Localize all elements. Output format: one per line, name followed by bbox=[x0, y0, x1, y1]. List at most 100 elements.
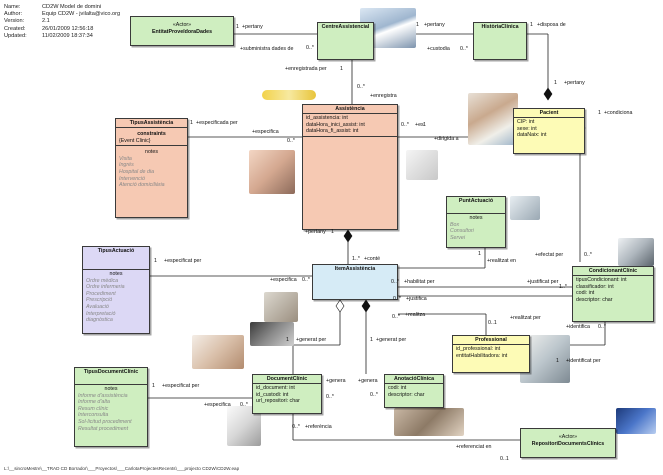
class-pacient[interactable]: Pacient CIP: int sexe: int dataNaix: int bbox=[513, 108, 585, 154]
note: diagnòstica bbox=[86, 317, 113, 324]
multiplicity-label: 1 bbox=[370, 337, 373, 343]
multiplicity-label: 0..* bbox=[460, 46, 468, 52]
role-label: +enregistrada per bbox=[285, 66, 327, 72]
class-condicionant-clinic[interactable]: CondicionantClínic tipusCondicionant: in… bbox=[572, 266, 654, 322]
role-label: +especificada per bbox=[196, 120, 238, 126]
role-label: +pertany bbox=[305, 229, 326, 235]
doctor-patient-photo bbox=[468, 93, 518, 145]
attribute: url_repositori: char bbox=[256, 398, 300, 405]
class-tipus-document-clinic[interactable]: TipusDocumentClínic notes Informe d'assi… bbox=[74, 367, 148, 447]
class-name: DocumentClínic bbox=[266, 376, 308, 382]
attribute-list: CIP: int sexe: int dataNaix: int bbox=[514, 117, 584, 140]
meta-value: 26/01/2009 12:56:18 bbox=[42, 25, 94, 32]
multiplicity-label: 1 bbox=[152, 383, 155, 389]
attribute: entitatHabilitadora: int bbox=[456, 352, 508, 359]
note: Resum clínic bbox=[78, 405, 109, 412]
xray-photo bbox=[250, 322, 294, 346]
attribute: dataNaix: int bbox=[517, 132, 547, 139]
constraints-compartment: constraints {Event Clinic} bbox=[116, 127, 187, 145]
constraint: {Event Clinic} bbox=[119, 137, 151, 144]
clipboard-photo bbox=[406, 150, 438, 180]
role-label: +dirigida a bbox=[434, 136, 459, 142]
note: Sol·licitud procediment bbox=[78, 418, 132, 425]
composition-diamond bbox=[361, 299, 371, 313]
role-label: +subministra dades de bbox=[240, 46, 294, 52]
attribute: codi: int bbox=[576, 290, 595, 297]
multiplicity-label: 1 bbox=[340, 66, 343, 72]
role-label: +especifica bbox=[270, 277, 297, 283]
multiplicity-label: 1 bbox=[331, 229, 334, 235]
attribute-list: tipusCondicionant: int classificador: in… bbox=[573, 275, 653, 304]
medical-scan-photo bbox=[264, 292, 298, 322]
class-professional[interactable]: Professional id_professional: int entita… bbox=[452, 335, 530, 373]
class-document-clinic[interactable]: DocumentClínic id_document: int id_custo… bbox=[252, 374, 322, 414]
class-historia-clinica[interactable]: HistòriaClínica bbox=[473, 22, 527, 60]
class-centre-assistencial[interactable]: CentreAssistencial bbox=[317, 22, 374, 60]
note: Avaluació bbox=[86, 303, 109, 310]
note: Ordre infermeria bbox=[86, 284, 125, 291]
class-assistencia[interactable]: Assistència id_assistencia: int dataHora… bbox=[302, 104, 398, 230]
class-name: PuntActuació bbox=[458, 198, 494, 204]
meta-value: 2.1 bbox=[42, 18, 50, 25]
class-punt-actuacio[interactable]: PuntActuació notes Box Consultori Servei bbox=[446, 196, 506, 248]
multiplicity-label: 1..* bbox=[559, 284, 567, 290]
note: Informe d'alta bbox=[78, 399, 110, 406]
meta-key: Name: bbox=[4, 4, 21, 10]
attribute-list: id_assistencia: int dataHora_inici_assis… bbox=[303, 113, 397, 136]
role-label: +pertany bbox=[564, 80, 585, 86]
note: Servei bbox=[450, 234, 466, 241]
attribute: id_assistencia: int bbox=[306, 115, 348, 121]
note: Interpretació bbox=[86, 310, 116, 317]
class-tipus-assistencia[interactable]: TipusAssistència constraints {Event Clin… bbox=[115, 118, 188, 218]
class-anotacio-clinica[interactable]: AnotacióClínica codi: int descriptor: ch… bbox=[384, 374, 444, 408]
multiplicity-label: 0..* bbox=[302, 277, 310, 283]
writing-hand-photo bbox=[192, 335, 244, 369]
role-label: +custodia bbox=[427, 46, 450, 52]
medical-documents-photo bbox=[394, 408, 464, 436]
multiplicity-label: 0..* bbox=[391, 279, 399, 285]
role-label: +efectat per bbox=[535, 252, 564, 258]
meta-value: 11/02/2009 18:37:34 bbox=[42, 32, 93, 39]
role-label: +pertany bbox=[242, 24, 263, 30]
role-label: +condiciona bbox=[604, 110, 633, 116]
note: Visita bbox=[119, 155, 132, 162]
role-label: +es bbox=[415, 122, 424, 128]
class-name: TipusDocumentClínic bbox=[83, 369, 139, 375]
attribute-list: id_document: int id_custodi: int url_rep… bbox=[253, 383, 321, 406]
attribute: CIP: int bbox=[517, 119, 535, 125]
class-name: HistòriaClínica bbox=[481, 24, 519, 30]
class-name: TipusAssistència bbox=[129, 120, 174, 126]
multiplicity-label: 0..1 bbox=[500, 456, 509, 462]
multiplicity-label: 1 bbox=[423, 122, 426, 128]
class-repositori-documents-clinics[interactable]: «Actor»RepositoriDocumentsClínics bbox=[520, 428, 616, 458]
notes-compartment: notes Informe d'assistència Informe d'al… bbox=[75, 384, 147, 433]
class-entitat-proveidora-dades[interactable]: «Actor»EntitatProveïdoraDades bbox=[130, 16, 234, 46]
attribute: dataHora_fi_assist: int bbox=[306, 128, 359, 135]
role-label: +conté bbox=[364, 256, 381, 262]
class-item-assistencia[interactable]: ItemAssistència bbox=[312, 264, 398, 300]
operations-compartment bbox=[303, 135, 397, 227]
role-label: +especificat per bbox=[162, 383, 200, 389]
constraints-title: constraints bbox=[137, 131, 166, 137]
multiplicity-label: 1 bbox=[416, 22, 419, 28]
class-tipus-actuacio[interactable]: TipusActuació notes Ordre mèdica Ordre i… bbox=[82, 246, 150, 334]
multiplicity-label: 1 bbox=[556, 358, 559, 364]
multiplicity-label: 0..* bbox=[287, 138, 295, 144]
attribute: descriptor: char bbox=[388, 391, 425, 398]
class-name: CentreAssistencial bbox=[321, 24, 370, 30]
composition-diamond bbox=[343, 229, 353, 243]
meta-value: CD2W Model de domini bbox=[42, 4, 102, 10]
role-label: +enregistra bbox=[370, 93, 397, 99]
multiplicity-label: 0..* bbox=[392, 314, 400, 320]
note: Box bbox=[450, 221, 460, 228]
notes-title: notes bbox=[109, 271, 123, 277]
note: Consultori bbox=[450, 228, 474, 235]
multiplicity-label: 0..* bbox=[598, 324, 606, 330]
multiplicity-label: 1 bbox=[478, 251, 481, 257]
multiplicity-label: 1 bbox=[236, 24, 239, 30]
hospital-bed-photo bbox=[510, 196, 540, 220]
thermometer-photo bbox=[262, 90, 316, 100]
role-label: +disposa de bbox=[537, 22, 566, 28]
digital-records-photo bbox=[616, 408, 656, 434]
file-path-footer: L:\__sincroMestre\__TRAD CD Borrador\___… bbox=[4, 466, 240, 471]
